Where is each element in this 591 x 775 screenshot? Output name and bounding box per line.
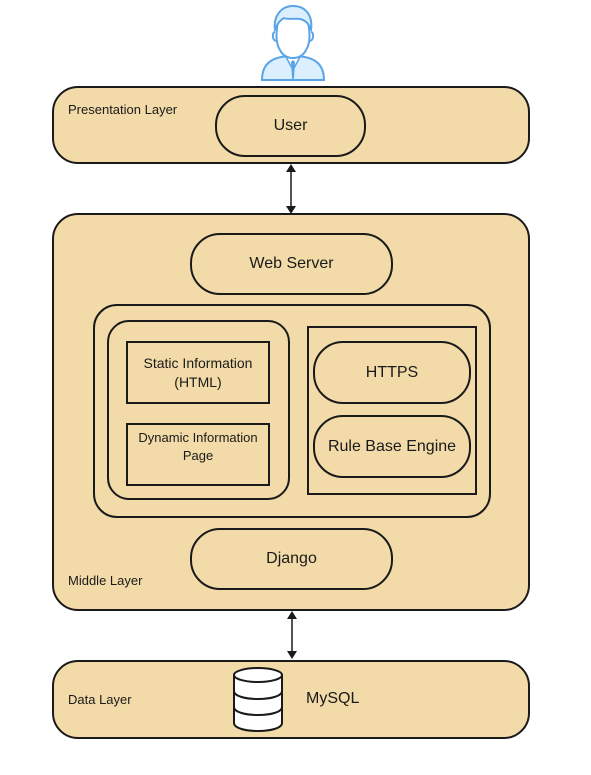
dynamic-information-box: Dynamic Information Page xyxy=(126,423,270,486)
user-node: User xyxy=(215,95,366,157)
user-avatar-icon xyxy=(260,5,326,81)
bidirectional-arrow-bottom xyxy=(287,611,297,659)
https-node: HTTPS xyxy=(313,341,471,404)
web-server-node: Web Server xyxy=(190,233,393,295)
data-layer-label: Data Layer xyxy=(68,692,132,707)
mysql-label: MySQL xyxy=(306,690,360,707)
django-node: Django xyxy=(190,528,393,590)
rule-base-engine-node: Rule Base Engine xyxy=(313,415,471,478)
database-icon xyxy=(233,667,283,733)
middle-layer-label: Middle Layer xyxy=(68,573,143,588)
data-layer xyxy=(52,660,530,739)
presentation-layer-label: Presentation Layer xyxy=(68,102,178,117)
bidirectional-arrow-top xyxy=(286,164,296,214)
static-information-box: Static Information (HTML) xyxy=(126,341,270,404)
